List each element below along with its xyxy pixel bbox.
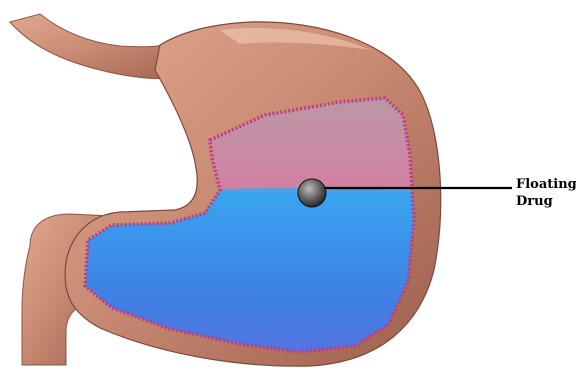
label-line-2: Drug (516, 193, 576, 210)
floating-drug (298, 179, 326, 207)
floating-drug-label: Floating Drug (516, 176, 576, 210)
label-line-1: Floating (516, 176, 576, 193)
